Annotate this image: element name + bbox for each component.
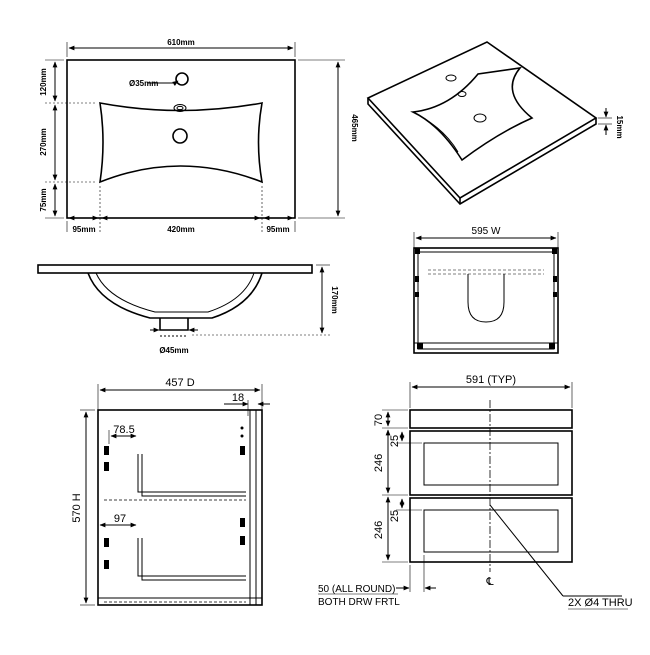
top-rail-label: 70 bbox=[373, 414, 385, 426]
basin-top-view: Ø35mm 610mm 120mm 270mm 75mm 465mm 95mm … bbox=[39, 38, 359, 234]
basin-bowl bbox=[99, 102, 264, 184]
centerline-label: ℄ bbox=[485, 576, 493, 588]
basin-outline bbox=[66, 59, 296, 219]
drain-hole-icon bbox=[172, 128, 188, 144]
basin-iso-view: 15mm bbox=[366, 41, 624, 206]
lower-offset-label: 97 bbox=[114, 513, 126, 525]
upper-drawer bbox=[409, 430, 573, 496]
left-margin-label: 95mm bbox=[72, 225, 95, 234]
overflow-icon bbox=[173, 104, 187, 112]
tap-hole-icon bbox=[175, 72, 189, 86]
side-panel bbox=[97, 409, 263, 606]
lower-inset-label: 25 bbox=[389, 510, 401, 522]
top-width-label: 610mm bbox=[167, 38, 195, 47]
small-cabinet-box bbox=[413, 247, 559, 354]
cabinet-side-view: 457 D 18 78.5 97 bbox=[71, 377, 270, 606]
upper-inset-label: 25 bbox=[389, 435, 401, 447]
iso-thickness-label: 15mm bbox=[615, 115, 624, 138]
basin-depth-label: 270mm bbox=[39, 128, 48, 156]
iso-tap-hole-icon bbox=[445, 74, 457, 82]
small-front-width-label: 595 W bbox=[472, 226, 501, 237]
iso-overflow-icon bbox=[457, 91, 467, 97]
right-margin-label: 95mm bbox=[266, 225, 289, 234]
bottom-margin-label: 75mm bbox=[39, 188, 48, 211]
top-margin-label: 120mm bbox=[39, 68, 48, 96]
side-height-label: 570 H bbox=[71, 493, 83, 522]
upper-drawer-label: 246 bbox=[373, 454, 385, 472]
waste-label: Ø45mm bbox=[159, 346, 188, 355]
basin-side-section: 170mm Ø45mm bbox=[37, 264, 339, 355]
border-note-line-2: BOTH DRW FRTL bbox=[318, 597, 400, 608]
basin-width-label: 420mm bbox=[167, 225, 195, 234]
front-width-label: 591 (TYP) bbox=[466, 374, 516, 386]
tap-hole-label: Ø35mm bbox=[129, 79, 158, 88]
holes-note-label: 2X Ø4 THRU bbox=[568, 597, 633, 609]
cabinet-front-small: 595 W bbox=[413, 226, 559, 354]
cabinet-front-view: 591 (TYP) ℄ 70 246 246 25 25 50 (ALL ROU… bbox=[318, 374, 633, 610]
iso-drain-icon bbox=[473, 113, 487, 123]
lower-drawer-label: 246 bbox=[373, 521, 385, 539]
back-offset-label: 18 bbox=[232, 392, 244, 404]
side-depth-label: 457 D bbox=[165, 377, 194, 389]
border-note-line-1: 50 (ALL ROUND) bbox=[318, 584, 395, 595]
section-height-label: 170mm bbox=[330, 286, 339, 314]
small-cabinet-cutout bbox=[467, 274, 505, 323]
iso-bowl bbox=[410, 66, 534, 162]
section-top-slab bbox=[37, 264, 313, 274]
top-depth-label: 465mm bbox=[350, 114, 359, 142]
runner-offset-label: 78.5 bbox=[113, 424, 134, 436]
top-rail bbox=[409, 409, 573, 429]
lower-drawer bbox=[409, 497, 573, 563]
waste-outlet bbox=[159, 318, 189, 331]
iso-top-slab bbox=[366, 41, 598, 200]
